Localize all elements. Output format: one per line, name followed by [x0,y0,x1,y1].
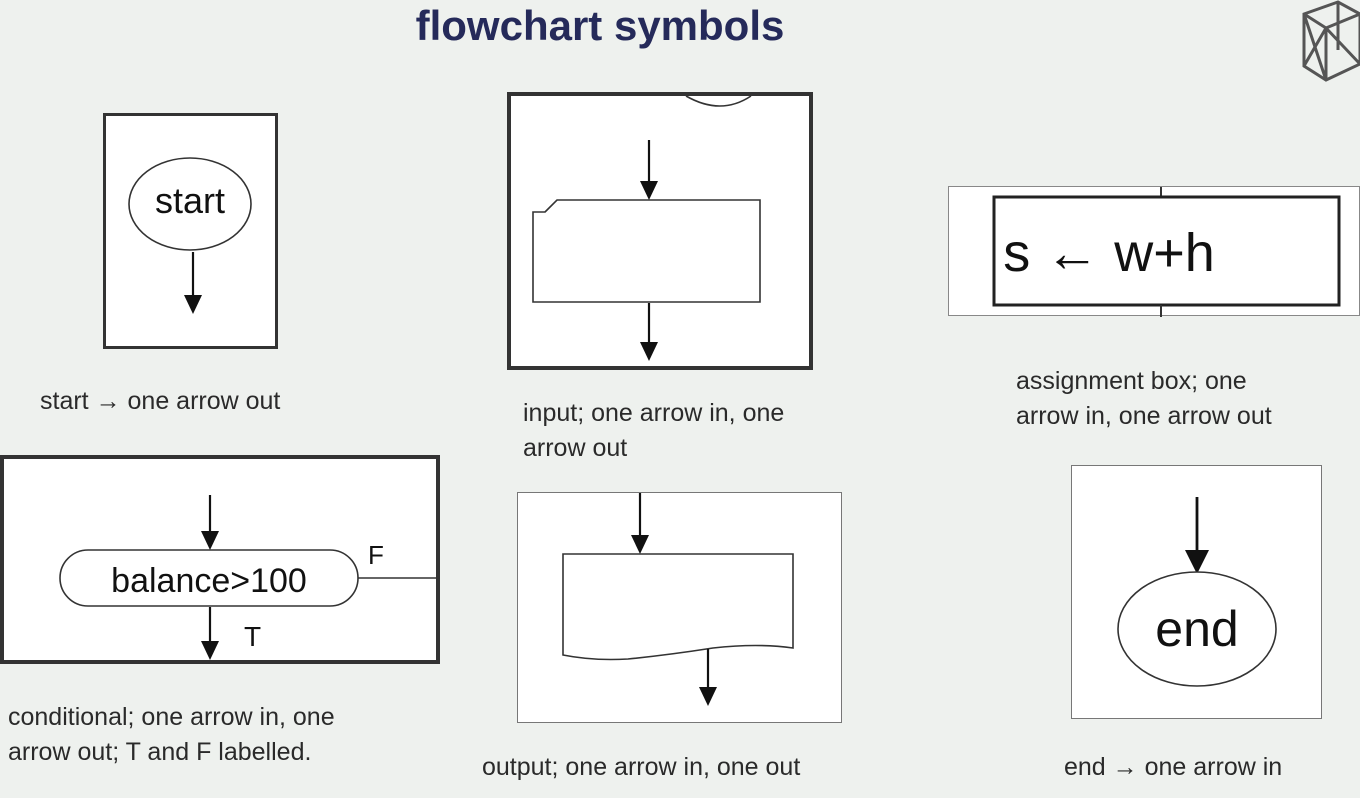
output-symbol-panel [517,492,842,723]
end-symbol-diagram: end [1117,497,1277,687]
end-terminal-label: end [1155,601,1238,657]
conditional-caption: conditional; one arrow in, one arrow out… [8,700,335,770]
conditional-in-arrow [201,495,219,550]
input-caption-line1: input; one arrow in, one [523,399,785,427]
assignment-caption-line1: assignment box; one [1016,367,1247,395]
assignment-symbol-panel: s ← w+h [948,186,1360,317]
input-caption: input; one arrow in, one arrow out [523,396,784,466]
output-out-arrow [699,649,717,706]
end-terminal-shape [1117,571,1277,687]
end-caption: end → one arrow in [1064,753,1283,781]
input-shape [532,199,761,303]
conditional-caption-line1: conditional; one arrow in, one [8,703,335,731]
output-caption: output; one arrow in, one out [482,753,801,781]
input-out-arrow [640,303,658,361]
start-symbol-diagram: start [128,157,252,314]
conditional-caption-line2: arrow out; T and F labelled. [8,738,312,766]
assignment-caption-line2: arrow in, one arrow out [1016,402,1272,430]
assignment-box-label: s ← w+h [1003,223,1215,283]
output-in-arrow [631,493,649,554]
start-out-arrow [184,252,202,314]
conditional-symbol-diagram: balance>100 F T [59,495,440,660]
start-symbol-panel: start [103,113,278,349]
conditional-symbol-panel: balance>100 F T [0,455,440,664]
input-symbol-panel [507,92,813,370]
input-in-arrow [640,140,658,200]
page-title: flowchart symbols [415,2,785,49]
wireframe-cube-icon [1302,0,1360,82]
end-in-arrow [1185,497,1209,574]
output-document-shape [562,553,794,661]
input-caption-line2: arrow out [523,434,628,462]
conditional-false-label: F [368,540,384,570]
start-terminal-shape [128,157,252,251]
conditional-true-label: T [244,621,261,652]
end-symbol-panel: end [1071,465,1322,719]
assignment-box-shape [992,195,1341,307]
assignment-caption: assignment box; one arrow in, one arrow … [1016,364,1272,434]
output-symbol-diagram [562,493,794,706]
conditional-true-arrow [201,607,219,660]
start-caption: start → one arrow out [40,387,281,415]
input-symbol-diagram [532,95,761,361]
assignment-symbol-diagram: s ← w+h [992,187,1341,317]
conditional-label: balance>100 [111,562,307,600]
start-terminal-label: start [155,180,225,221]
